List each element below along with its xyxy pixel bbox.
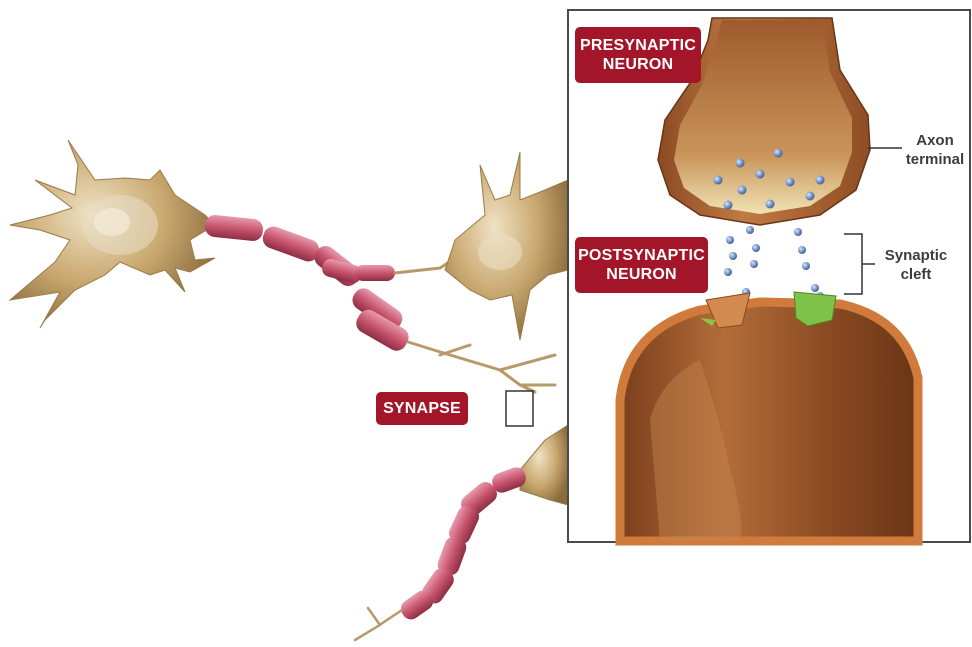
postsynaptic-line1: POSTSYNAPTIC <box>575 246 708 265</box>
axon-terminal-line1: Axon <box>900 131 970 150</box>
target-cell-body-upper <box>445 152 568 340</box>
receptor-green <box>794 292 836 326</box>
myelin-sheath-lower <box>397 465 528 623</box>
presynaptic-line1: PRESYNAPTIC <box>575 36 701 55</box>
synaptic-cleft-line1: Synaptic <box>876 246 956 265</box>
presynaptic-cell-body <box>10 140 215 328</box>
axon-terminal-line2: terminal <box>900 150 970 169</box>
synaptic-cleft-line2: cleft <box>876 265 956 284</box>
axon-tail-lower <box>355 608 402 640</box>
synaptic-cleft-label: Synaptic cleft <box>876 246 956 284</box>
axon-terminal-label: Axon terminal <box>900 131 970 169</box>
presynaptic-line2: NEURON <box>575 55 701 74</box>
synapse-label-text: SYNAPSE <box>376 392 468 425</box>
postsynaptic-neuron-label: POSTSYNAPTIC NEURON <box>575 237 708 293</box>
postsynaptic-membrane <box>620 302 918 541</box>
presynaptic-neuron-label: PRESYNAPTIC NEURON <box>575 27 701 83</box>
target-cell-body-lower <box>520 425 568 505</box>
myelin-sheath-upper <box>204 214 412 354</box>
synapse-zoom-box <box>506 391 533 426</box>
postsynaptic-line2: NEURON <box>575 265 708 284</box>
synapse-label: SYNAPSE <box>376 392 468 425</box>
